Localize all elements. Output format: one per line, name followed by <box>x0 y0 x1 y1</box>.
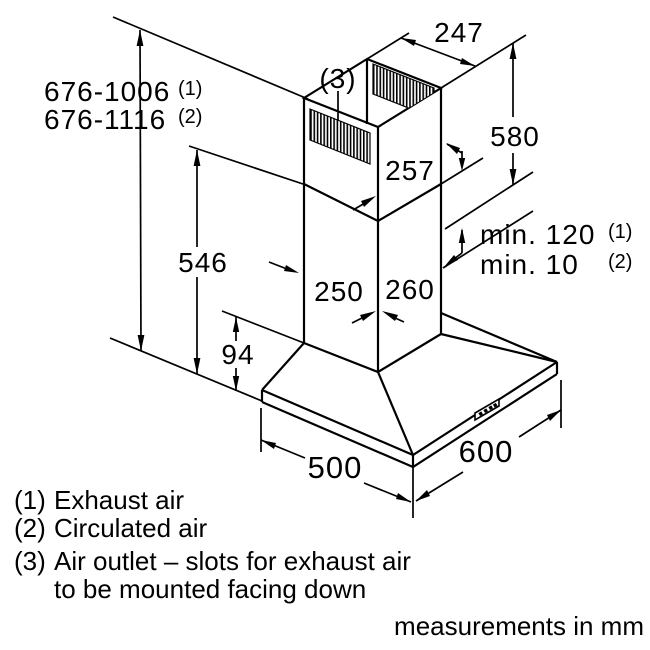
base-back-edge <box>440 311 558 364</box>
dim-overall-exhaust-ref: (1) <box>178 78 202 100</box>
pyramid-left-edge <box>261 342 305 391</box>
chimney-duct <box>301 57 444 372</box>
dim-260: 260 <box>385 274 435 305</box>
units-note: measurements in mm <box>394 611 644 641</box>
legend-1-text: Exhaust air <box>54 485 184 515</box>
dim-overall-exhaust: 676-1006 <box>44 76 170 107</box>
legend-2-text: Circulated air <box>54 513 208 543</box>
pyramid-top-rim <box>303 333 442 374</box>
dim-94: 94 <box>221 339 254 370</box>
legend-3-text: Air outlet – slots for exhaust air <box>54 546 411 576</box>
dim-546: 546 <box>178 247 228 278</box>
air-outlet-slots-back <box>372 63 435 119</box>
dim-580: 580 <box>490 121 540 152</box>
dim-min-120-ref: (1) <box>608 221 632 243</box>
dim-overall-recirc-ref: (2) <box>178 106 202 128</box>
dim-min-10-ref: (2) <box>608 251 632 273</box>
pyramid-front-edge <box>376 371 415 456</box>
control-panel <box>474 397 500 422</box>
dim-overall-recirc: 676-1116 <box>44 104 166 135</box>
air-outlet-slots-front <box>309 108 371 165</box>
dim-500: 500 <box>308 450 363 485</box>
pyramid-right-edge <box>440 332 558 364</box>
dim-247: 247 <box>434 17 484 48</box>
duct-joint <box>303 183 442 223</box>
legend-3-continuation: to be mounted facing down <box>54 574 366 604</box>
dimension-lines <box>136 29 562 503</box>
legend-2-key: (2) <box>14 513 46 543</box>
dim-250: 250 <box>314 276 364 307</box>
legend-3-key: (3) <box>14 546 46 576</box>
dim-min-120: min. 120 <box>480 219 595 250</box>
legend-1-key: (1) <box>14 485 46 515</box>
dim-600: 600 <box>459 434 514 469</box>
callout-3: (3) <box>319 63 356 94</box>
dim-257: 257 <box>385 155 435 186</box>
dimension-labels: 676-1006 (1) 676-1116 (2) 546 94 (3) 247… <box>44 17 632 485</box>
dim-min-10: min. 10 <box>480 249 579 280</box>
legend: (1) Exhaust air (2) Circulated air (3) A… <box>14 485 644 641</box>
